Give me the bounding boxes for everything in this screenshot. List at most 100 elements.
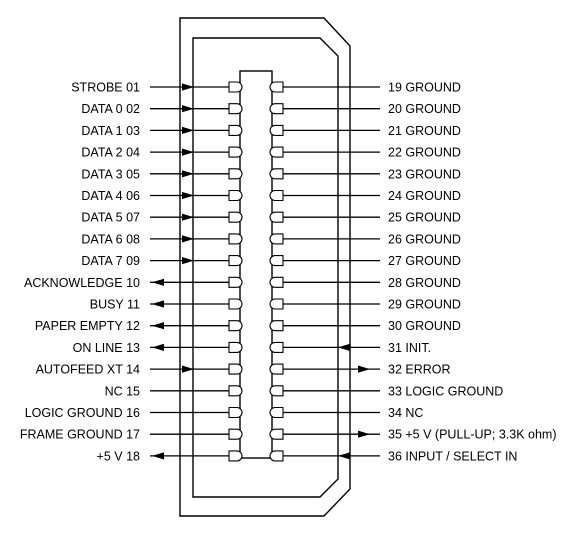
pin-contact — [228, 363, 243, 375]
pin-contact — [228, 124, 243, 136]
signal-arrow-out — [358, 365, 370, 373]
right-pin: 33 LOGIC GROUND — [269, 384, 503, 398]
connector-inner-outline — [192, 37, 339, 498]
signal-arrow-in — [338, 343, 350, 351]
signal-arrow-out — [152, 452, 164, 460]
left-pin: LOGIC GROUND 16 — [25, 406, 243, 420]
left-pin: DATA 0 02 — [81, 102, 243, 116]
pin-contact — [228, 385, 243, 397]
pin-contact — [269, 276, 284, 288]
pin-contact — [228, 276, 243, 288]
pin-label: DATA 7 09 — [81, 254, 140, 268]
left-pin: ON LINE 13 — [73, 341, 243, 355]
pin-label: 36 INPUT / SELECT IN — [388, 449, 517, 463]
pin-label: 32 ERROR — [388, 363, 451, 377]
signal-arrow-in — [338, 452, 350, 460]
signal-arrow-in — [182, 126, 194, 134]
pin-contact — [269, 81, 284, 93]
pin-label: 22 GROUND — [388, 146, 461, 160]
pin-label: DATA 6 08 — [81, 232, 140, 246]
pin-label: 28 GROUND — [388, 276, 461, 290]
pin-label: 33 LOGIC GROUND — [388, 384, 503, 398]
pin-contact — [269, 255, 284, 267]
right-pin: 23 GROUND — [269, 167, 461, 181]
left-pin: FRAME GROUND 17 — [20, 428, 243, 442]
pin-label: 34 NC — [388, 406, 423, 420]
right-pin: 30 GROUND — [269, 319, 461, 333]
connector-outer-outline — [179, 17, 351, 517]
pin-label: ACKNOWLEDGE 10 — [24, 276, 140, 290]
pin-label: 24 GROUND — [388, 189, 461, 203]
signal-arrow-out — [152, 300, 164, 308]
pin-contact — [269, 450, 284, 462]
pin-contact — [269, 233, 284, 245]
pin-contact — [269, 189, 284, 202]
pin-contact — [228, 146, 243, 158]
pin-label: STROBE 01 — [71, 81, 140, 95]
right-pin: 35 +5 V (PULL-UP; 3.3K ohm) — [269, 428, 556, 442]
signal-arrow-in — [182, 213, 194, 221]
pin-label: AUTOFEED XT 14 — [36, 363, 140, 377]
right-pin: 28 GROUND — [269, 276, 461, 290]
right-pin: 21 GROUND — [269, 124, 461, 138]
pin-label: 26 GROUND — [388, 232, 461, 246]
signal-arrow-in — [182, 170, 194, 178]
pin-label: 29 GROUND — [388, 298, 461, 312]
right-pin: 31 INIT. — [269, 341, 431, 355]
pin-contact — [269, 211, 284, 223]
pin-label: DATA 0 02 — [81, 102, 140, 116]
pin-label: ON LINE 13 — [73, 341, 140, 355]
right-pin: 34 NC — [269, 406, 423, 420]
right-pin: 26 GROUND — [269, 232, 461, 246]
left-pin: ACKNOWLEDGE 10 — [24, 276, 243, 290]
right-pin: 32 ERROR — [269, 363, 451, 377]
right-pin: 22 GROUND — [269, 146, 461, 160]
left-pin: STROBE 01 — [71, 81, 243, 95]
pin-contact — [228, 320, 243, 332]
signal-arrow-in — [182, 257, 194, 265]
pin-label: 35 +5 V (PULL-UP; 3.3K ohm) — [388, 428, 556, 442]
pin-label: FRAME GROUND 17 — [20, 428, 140, 442]
pin-contact — [228, 255, 243, 267]
signal-arrow-in — [182, 191, 194, 200]
pin-label: DATA 3 05 — [81, 167, 140, 181]
pin-label: +5 V 18 — [97, 449, 140, 463]
pin-contact — [269, 428, 284, 440]
right-pin: 20 GROUND — [269, 102, 461, 116]
pin-label: 21 GROUND — [388, 124, 461, 138]
pin-label: 31 INIT. — [388, 341, 431, 355]
left-pin: DATA 6 08 — [81, 232, 243, 246]
left-pin: BUSY 11 — [90, 298, 243, 312]
left-pin: DATA 5 07 — [81, 211, 243, 225]
pin-contact — [269, 124, 284, 136]
pin-label: 23 GROUND — [388, 167, 461, 181]
pin-label: DATA 2 04 — [81, 146, 140, 160]
connector-pin-insulator — [239, 70, 273, 459]
signal-arrow-in — [182, 83, 194, 91]
pin-contact — [228, 341, 243, 353]
right-pin: 36 INPUT / SELECT IN — [269, 449, 517, 463]
signal-arrow-in — [182, 105, 194, 113]
pin-label: LOGIC GROUND 16 — [25, 406, 140, 420]
pin-label: NC 15 — [105, 384, 140, 398]
pin-label: 20 GROUND — [388, 102, 461, 116]
left-pin: AUTOFEED XT 14 — [36, 363, 243, 377]
pin-contact — [228, 450, 243, 462]
pin-contact — [269, 341, 284, 353]
pin-label: DATA 4 06 — [81, 189, 140, 203]
pin-label: DATA 5 07 — [81, 211, 140, 225]
right-pin: 27 GROUND — [269, 254, 461, 268]
left-pin: +5 V 18 — [97, 449, 243, 463]
pin-contact — [269, 320, 284, 332]
right-pin: 25 GROUND — [269, 211, 461, 225]
pin-label: PAPER EMPTY 12 — [35, 319, 140, 333]
pin-label: BUSY 11 — [90, 298, 140, 312]
pin-contact — [228, 428, 243, 440]
left-pin: DATA 2 04 — [81, 146, 243, 160]
signal-arrow-out — [152, 343, 164, 351]
pin-contact — [269, 363, 284, 375]
pin-contact — [228, 189, 243, 202]
